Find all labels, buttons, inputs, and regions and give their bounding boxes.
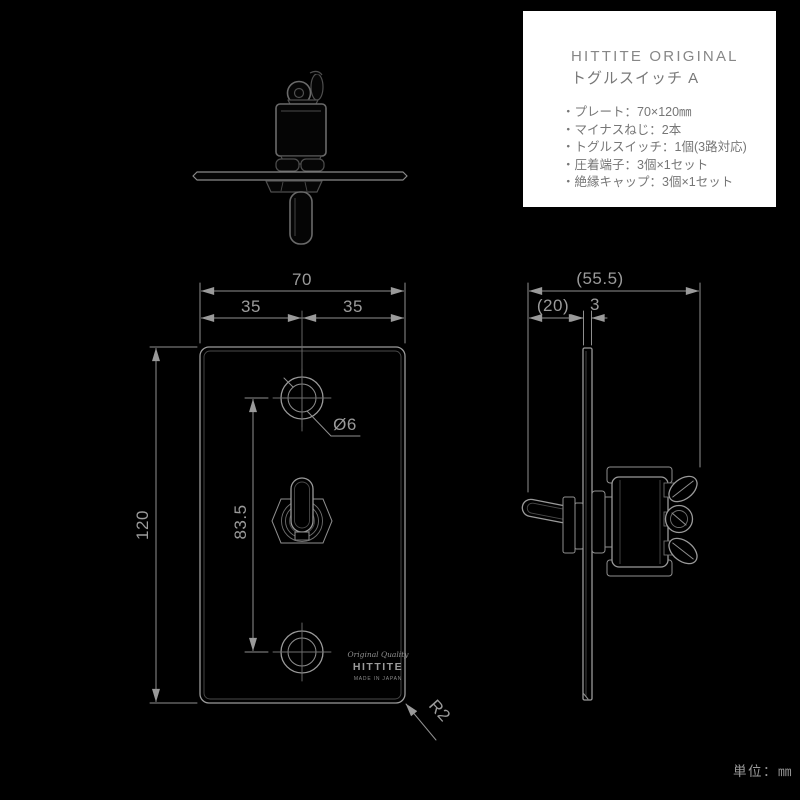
product-title-en: HITTITE ORIGINAL	[571, 48, 739, 65]
dim-height-total-label: 120	[133, 510, 152, 540]
dim-width-total-label: 70	[292, 270, 312, 289]
spec-item-switch: ・トグルスイッチ：1個(3路対応)	[562, 140, 747, 154]
photo-toggle-lever	[289, 191, 313, 245]
product-title-ja: トグルスイッチ A	[571, 70, 700, 87]
info-card: HITTITE ORIGINAL トグルスイッチ A ・プレート：70×120㎜…	[523, 11, 776, 207]
spec-item-terminals: ・圧着端子：3個×1セット	[562, 157, 709, 172]
screw-hole-top	[272, 368, 332, 428]
dim-plate-thickness: 3	[567, 295, 608, 346]
side-plate-edge	[582, 347, 593, 701]
spec-item-caps: ・絶縁キャップ：3個×1セット	[562, 175, 734, 189]
dim-hole-pitch-label: 83.5	[231, 504, 250, 539]
photo-hook	[310, 73, 324, 101]
photo-plate-edge	[192, 171, 408, 181]
toggle-switch-front	[271, 477, 333, 544]
side-view-drawing: (55.5) (20) 3	[521, 269, 701, 701]
logo-tagline: Original Quality	[348, 650, 410, 659]
corner-radius-callout: R2	[405, 696, 454, 741]
screw-hole-bottom	[272, 622, 332, 682]
dim-hole-pitch: 83.5	[231, 397, 269, 653]
dim-lever-projection-label: (20)	[537, 296, 569, 315]
spec-list: ・プレート：70×120㎜ ・マイナスねじ：2本 ・トグルスイッチ：1個(3路対…	[562, 104, 766, 192]
logo-brand: HITTITE	[353, 661, 403, 673]
logo-origin: MADE IN JAPAN	[354, 676, 402, 682]
spec-item-screws: ・マイナスねじ：2本	[562, 122, 682, 137]
product-photo	[192, 70, 408, 245]
dim-depth-total-label: (55.5)	[576, 269, 623, 288]
plate-logo: Original Quality HITTITE MADE IN JAPAN	[348, 650, 410, 682]
spec-item-plate: ・プレート：70×120㎜	[562, 105, 692, 119]
dim-depth-total: (55.5)	[527, 269, 701, 493]
corner-radius-label: R2	[425, 696, 454, 726]
hole-diameter-label: Ø6	[333, 415, 357, 434]
dim-width-halves: 35 35	[200, 297, 405, 432]
unit-label: 単位：㎜	[733, 764, 793, 779]
dim-width-total: 70	[199, 270, 406, 344]
hole-diameter-callout: Ø6	[306, 410, 361, 437]
dim-height-total: 120	[133, 346, 198, 704]
front-plate-outline	[199, 346, 406, 704]
toggle-switch-side	[521, 466, 698, 577]
dim-lever-projection: (20)	[528, 296, 583, 322]
dim-width-left-label: 35	[241, 297, 261, 316]
front-view-drawing: 70 35 35 120	[133, 270, 454, 741]
dim-width-right-label: 35	[343, 297, 363, 316]
dim-plate-thickness-label: 3	[590, 295, 600, 314]
photo-switch-body	[275, 103, 327, 157]
